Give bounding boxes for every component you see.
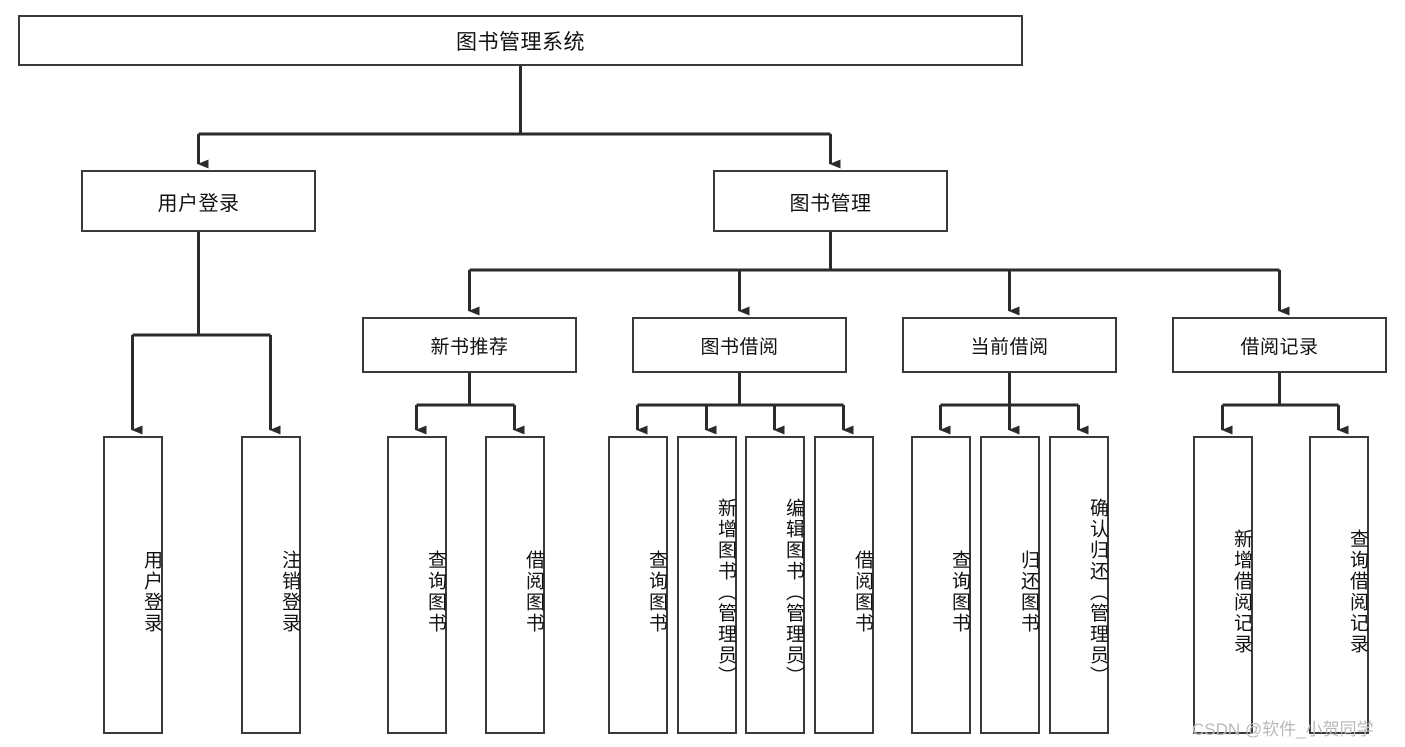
node-leaf-return-book-label: 归还图书 bbox=[1018, 550, 1039, 634]
node-leaf-user-login-label: 用户登录 bbox=[141, 550, 162, 634]
node-leaf-logout[interactable]: 注销登录 bbox=[241, 436, 301, 734]
node-leaf-query-book-2-label: 查询图书 bbox=[646, 550, 667, 634]
csdn-watermark: CSDN @软件_小贺同学 bbox=[1192, 720, 1374, 739]
node-leaf-add-record-label: 新增借阅记录 bbox=[1231, 529, 1252, 655]
node-book-borrow[interactable]: 图书借阅 bbox=[632, 317, 847, 373]
node-new-book-recommend[interactable]: 新书推荐 bbox=[362, 317, 577, 373]
node-book-manage-label: 图书管理 bbox=[789, 192, 872, 215]
node-current-borrow-label: 当前借阅 bbox=[970, 336, 1049, 358]
node-root[interactable]: 图书管理系统 bbox=[18, 15, 1023, 66]
node-leaf-query-book-2[interactable]: 查询图书 bbox=[608, 436, 668, 734]
node-user-login[interactable]: 用户登录 bbox=[81, 170, 316, 232]
node-user-login-label: 用户登录 bbox=[157, 192, 240, 215]
node-leaf-query-book-3[interactable]: 查询图书 bbox=[911, 436, 971, 734]
node-leaf-confirm-return[interactable]: 确认归还（管理员） bbox=[1049, 436, 1109, 734]
node-leaf-query-book-3-label: 查询图书 bbox=[949, 550, 970, 634]
node-leaf-query-book-1[interactable]: 查询图书 bbox=[387, 436, 447, 734]
node-book-borrow-label: 图书借阅 bbox=[700, 336, 779, 358]
node-new-book-recommend-label: 新书推荐 bbox=[430, 336, 509, 358]
node-borrow-record-label: 借阅记录 bbox=[1240, 336, 1319, 358]
node-leaf-user-login[interactable]: 用户登录 bbox=[103, 436, 163, 734]
node-leaf-add-book[interactable]: 新增图书（管理员） bbox=[677, 436, 737, 734]
node-leaf-query-record[interactable]: 查询借阅记录 bbox=[1309, 436, 1369, 734]
node-leaf-borrow-book-2-label: 借阅图书 bbox=[852, 550, 873, 634]
node-root-label: 图书管理系统 bbox=[456, 30, 585, 54]
node-leaf-borrow-book-1-label: 借阅图书 bbox=[523, 550, 544, 634]
node-leaf-confirm-return-label: 确认归还（管理员） bbox=[1087, 497, 1108, 687]
node-borrow-record[interactable]: 借阅记录 bbox=[1172, 317, 1387, 373]
node-current-borrow[interactable]: 当前借阅 bbox=[902, 317, 1117, 373]
node-leaf-query-record-label: 查询借阅记录 bbox=[1347, 529, 1368, 655]
node-book-manage[interactable]: 图书管理 bbox=[713, 170, 948, 232]
node-leaf-edit-book-label: 编辑图书（管理员） bbox=[783, 497, 804, 687]
node-leaf-logout-label: 注销登录 bbox=[279, 550, 300, 634]
node-leaf-borrow-book-1[interactable]: 借阅图书 bbox=[485, 436, 545, 734]
node-leaf-edit-book[interactable]: 编辑图书（管理员） bbox=[745, 436, 805, 734]
node-leaf-add-book-label: 新增图书（管理员） bbox=[715, 497, 736, 687]
node-leaf-query-book-1-label: 查询图书 bbox=[425, 550, 446, 634]
node-leaf-return-book[interactable]: 归还图书 bbox=[980, 436, 1040, 734]
node-leaf-borrow-book-2[interactable]: 借阅图书 bbox=[814, 436, 874, 734]
node-leaf-add-record[interactable]: 新增借阅记录 bbox=[1193, 436, 1253, 734]
